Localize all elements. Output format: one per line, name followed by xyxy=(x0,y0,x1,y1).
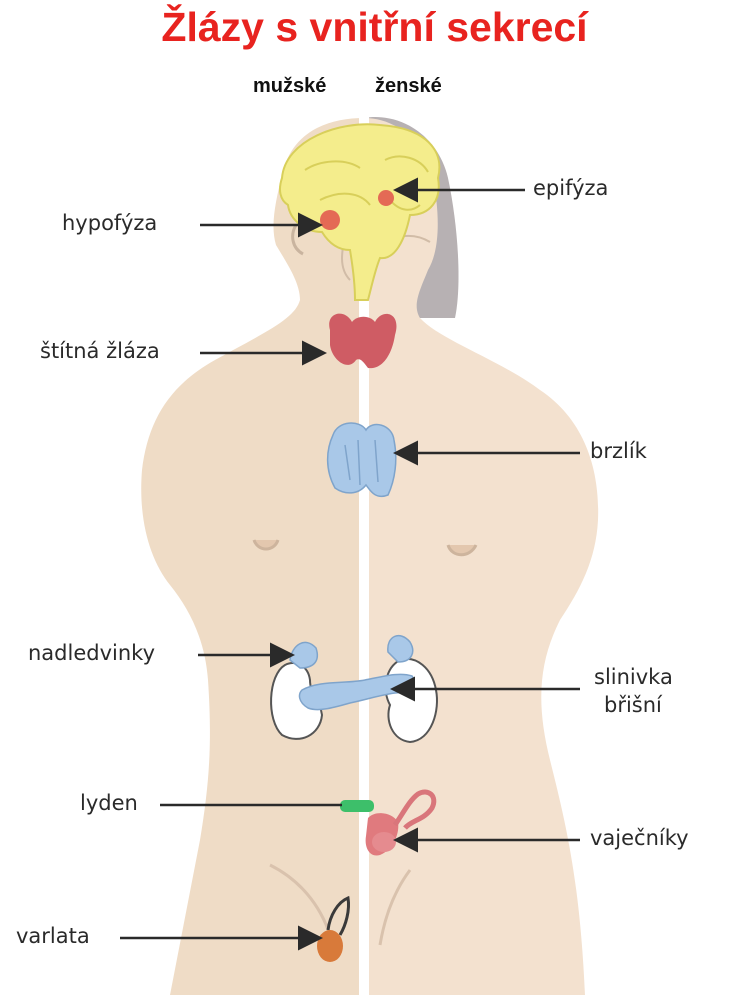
label-vajecniky: vaječníky xyxy=(590,826,689,850)
testis xyxy=(317,930,343,962)
label-hypofyza: hypofýza xyxy=(62,211,157,235)
male-nipple xyxy=(254,540,278,549)
label-epifyza: epifýza xyxy=(533,176,608,200)
male-body xyxy=(141,118,364,995)
label-lyden: lyden xyxy=(80,791,138,815)
pituitary xyxy=(320,210,340,230)
lyden-gland xyxy=(340,800,374,812)
pineal xyxy=(378,190,394,206)
diagram-title: Žlázy s vnitřní sekrecí xyxy=(0,4,749,51)
female-heading: ženské xyxy=(375,75,442,98)
male-heading: mužské xyxy=(253,75,326,98)
label-brzlik: brzlík xyxy=(590,439,647,463)
female-body xyxy=(364,118,598,995)
ovary xyxy=(372,832,396,852)
label-stitna-zlaza: štítná žláza xyxy=(40,339,160,363)
right-kidney xyxy=(386,659,437,742)
label-nadledvinky: nadledvinky xyxy=(28,641,155,665)
label-varlata: varlata xyxy=(16,924,90,948)
label-slinivka-line1: slinivka xyxy=(594,665,673,689)
label-slinivka-line2: břišní xyxy=(604,693,662,717)
thymus xyxy=(328,423,396,496)
